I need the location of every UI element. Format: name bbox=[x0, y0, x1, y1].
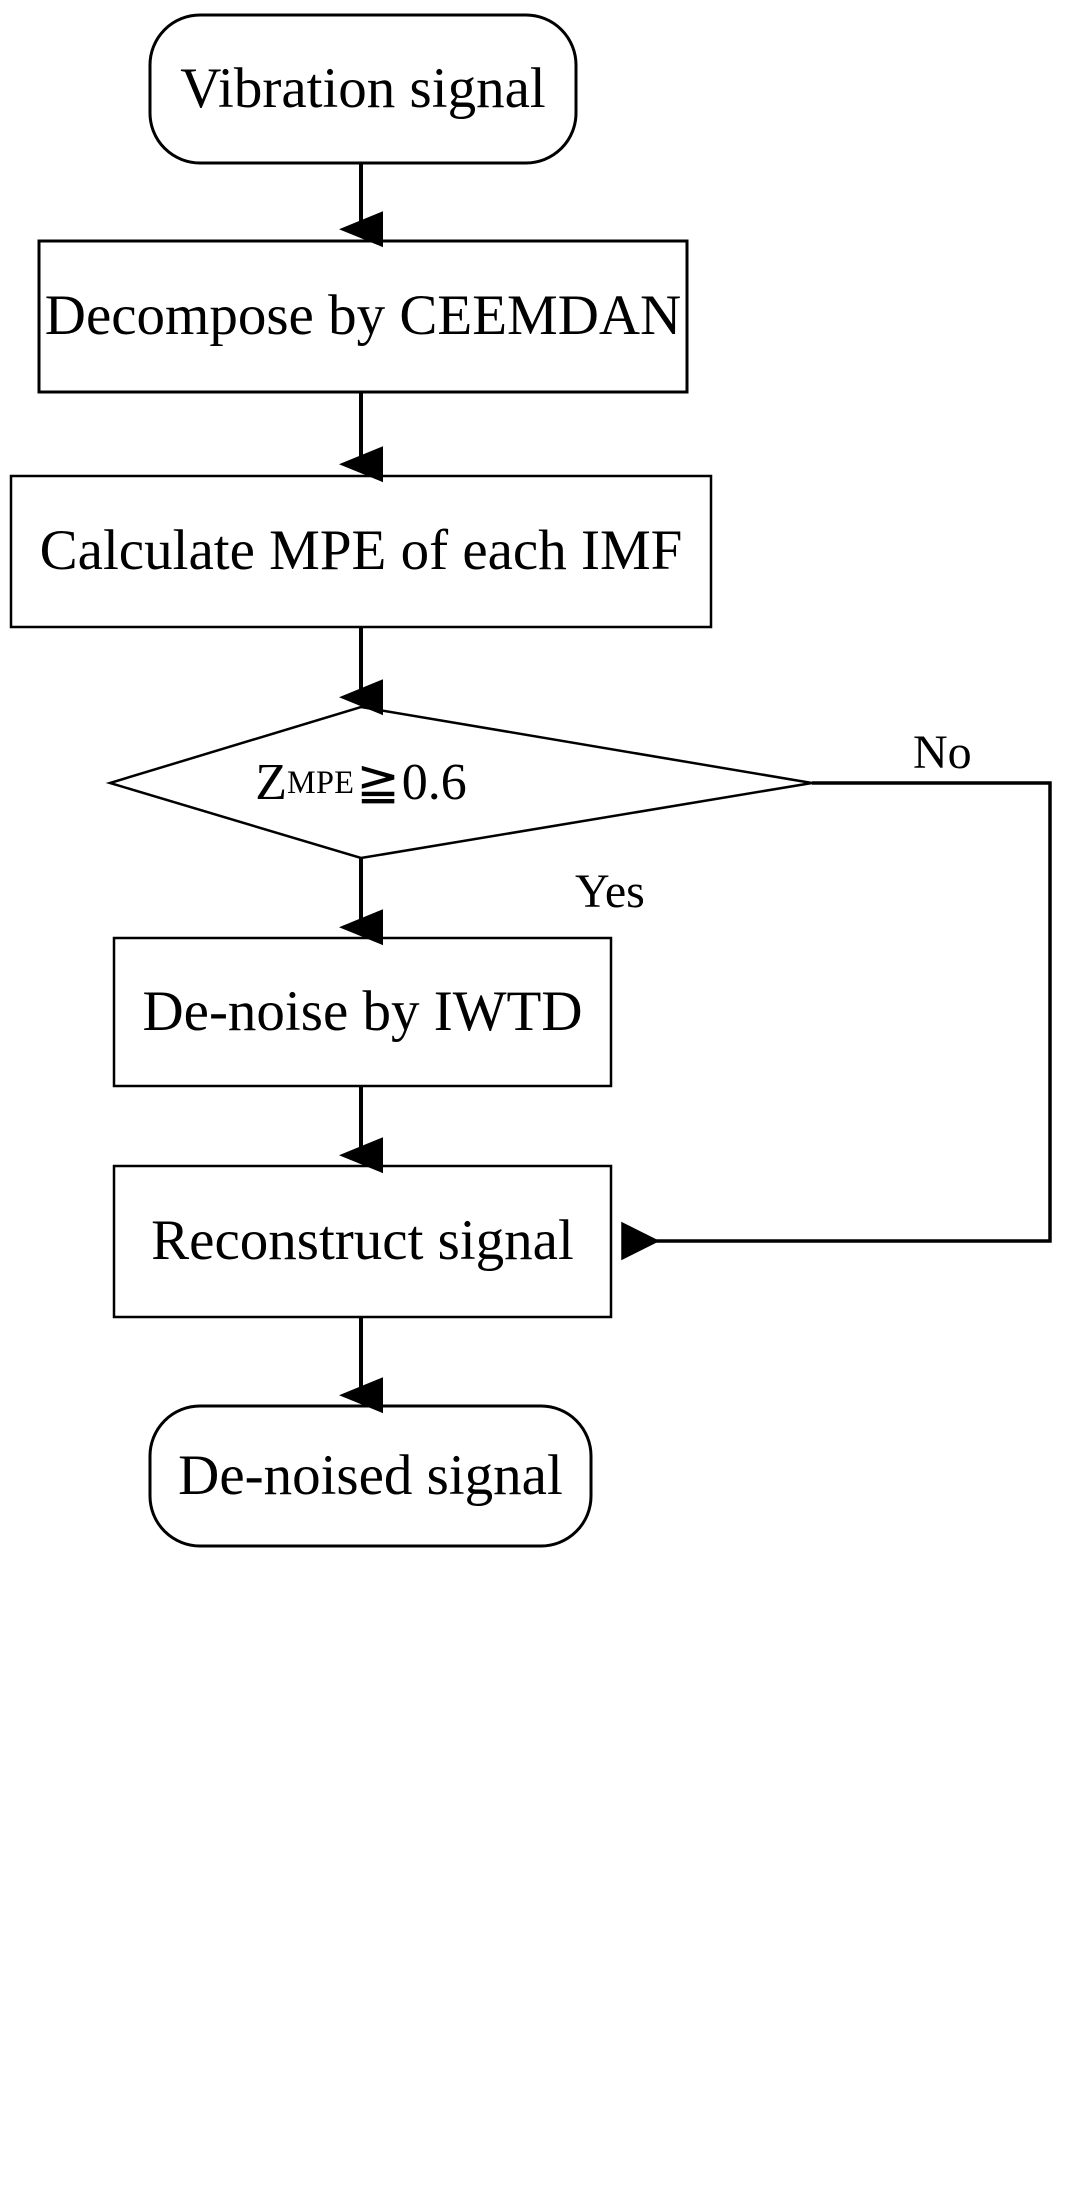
node-shape-decision[interactable] bbox=[105, 705, 813, 860]
node-shape-decompose[interactable] bbox=[37, 239, 689, 394]
edge-label-yes: Yes bbox=[575, 865, 645, 918]
edge-label-no: No bbox=[913, 726, 972, 779]
node-shape-end[interactable] bbox=[148, 1404, 593, 1548]
node-shape-start[interactable] bbox=[148, 13, 578, 165]
node-shape-calculate[interactable] bbox=[9, 474, 713, 629]
node-shape-reconstruct[interactable] bbox=[112, 1164, 613, 1319]
node-shape-denoise[interactable] bbox=[112, 936, 613, 1088]
edge-decision-no-to-reconstruct bbox=[621, 781, 1052, 1261]
